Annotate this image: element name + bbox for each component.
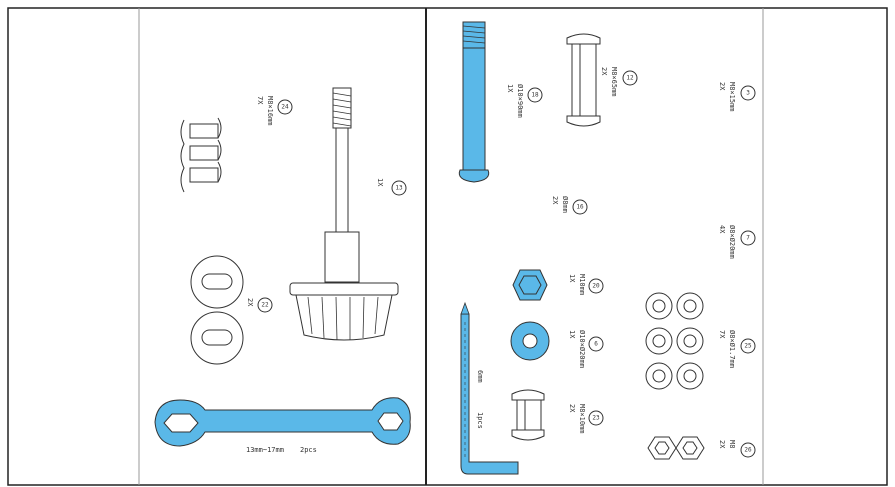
svg-text:Ø8mm: Ø8mm [561,196,569,213]
svg-text:7: 7 [746,235,750,242]
outer-frame [7,7,888,486]
svg-text:20: 20 [592,283,600,290]
svg-text:M8×16mm: M8×16mm [266,96,274,126]
part-7-callout: 7 Ø8×Ø20mm 4X [718,225,756,259]
svg-text:13mm~17mm: 13mm~17mm [246,446,284,454]
hex-nut-icon [512,269,548,301]
svg-text:1pcs: 1pcs [476,412,484,429]
wrench-icon [154,397,411,447]
svg-text:2X: 2X [718,440,726,449]
allen-key-icon [460,301,519,475]
svg-text:6: 6 [594,341,598,348]
svg-text:24: 24 [281,104,289,111]
svg-text:M8×15mm: M8×15mm [728,82,736,112]
svg-text:16: 16 [576,204,584,211]
svg-text:23: 23 [592,415,600,422]
washer-set-icon [645,292,704,390]
bolt-cluster-icon [180,117,222,193]
svg-text:13: 13 [395,185,403,192]
hex-nut-pair-icon [647,436,705,460]
part-26-callout: 26 M8 2X [718,440,756,458]
svg-text:2X: 2X [718,82,726,91]
svg-text:1X: 1X [568,274,576,283]
svg-text:M8×65mm: M8×65mm [610,67,618,97]
svg-text:1X: 1X [376,178,384,187]
svg-text:2X: 2X [551,196,559,205]
long-bolt-icon [458,21,490,183]
svg-text:3: 3 [746,90,750,97]
svg-text:18: 18 [531,92,539,99]
svg-text:1X: 1X [506,84,514,93]
svg-text:1X: 1X [568,330,576,339]
part-16-callout: 16 Ø8mm 2X [551,196,588,215]
svg-text:22: 22 [261,302,269,309]
svg-text:12: 12 [626,75,634,82]
svg-text:2X: 2X [246,298,254,307]
wrench-label: 13mm~17mm 2pcs [246,446,317,454]
svg-text:2pcs: 2pcs [300,446,317,454]
part-22-callout: 22 2X [246,297,273,313]
washer-icon [510,321,550,361]
svg-text:2X: 2X [600,67,608,76]
part-23-callout: 23 M8×10mm 2X [568,404,604,434]
part-6-callout: 6 Ø10×Ø20mm 1X [568,330,604,368]
svg-text:4X: 4X [718,225,726,234]
part-24-callout: 24 M8×16mm 7X [256,96,293,126]
adjusting-foot-icon [289,87,399,341]
svg-text:M10mm: M10mm [578,274,586,295]
slotted-washer-icon [190,255,244,365]
svg-text:7X: 7X [256,96,264,105]
part-12-callout: 12 M8×65mm 2X [600,67,638,97]
svg-text:Ø8×Ø1.7mm: Ø8×Ø1.7mm [728,330,736,368]
svg-text:7X: 7X [718,330,726,339]
part-20-callout: 20 M10mm 1X [568,274,604,295]
short-bolt-icon [511,389,545,441]
part-3-callout: 3 M8×15mm 2X [718,82,756,112]
part-25-callout: 25 Ø8×Ø1.7mm 7X [718,330,756,368]
svg-text:25: 25 [744,343,752,350]
allen-key-label: 6mm 1pcs [476,370,484,429]
carriage-bolt-icon [566,33,601,127]
svg-text:Ø10×Ø20mm: Ø10×Ø20mm [578,330,586,368]
svg-text:2X: 2X [568,404,576,413]
part-13-callout: 13 1X [376,178,407,196]
svg-text:M8: M8 [728,440,736,448]
svg-text:26: 26 [744,447,752,454]
svg-text:Ø10×90mm: Ø10×90mm [516,84,524,118]
svg-text:Ø8×Ø20mm: Ø8×Ø20mm [728,225,736,259]
svg-text:6mm: 6mm [476,370,484,383]
svg-text:M8×10mm: M8×10mm [578,404,586,434]
part-18-callout: 18 Ø10×90mm 1X [506,84,543,118]
